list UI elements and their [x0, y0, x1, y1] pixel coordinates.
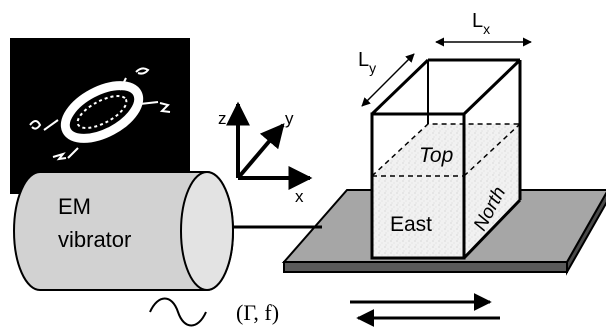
lx-symbol: L [472, 10, 483, 32]
sine-wave-icon [149, 297, 207, 327]
em-label: EM [58, 194, 91, 219]
axis-y-label: y [285, 109, 294, 128]
face-east-label: East [390, 213, 432, 236]
particle-pattern-image [10, 38, 190, 194]
axis-z-label: z [218, 109, 227, 128]
svg-text:Ly: Ly [358, 49, 376, 76]
double-arrow-icon [350, 293, 500, 327]
dimension-ly: Ly [358, 49, 415, 107]
axis-x-label: x [295, 187, 304, 206]
granular-container: Top North East [370, 58, 522, 260]
face-top-label: Top [419, 144, 453, 167]
ly-symbol: L [358, 49, 369, 71]
coordinate-axes-icon: z y x [218, 101, 313, 206]
dimension-lx: Lx [435, 10, 532, 47]
em-vibrator: EM vibrator [13, 171, 234, 291]
svg-text:Lx: Lx [472, 10, 490, 37]
lx-subscript: x [483, 21, 490, 37]
ly-subscript: y [369, 60, 376, 76]
drive-parameters: (Γ, f) [236, 300, 279, 325]
vibrator-label: vibrator [58, 227, 131, 252]
